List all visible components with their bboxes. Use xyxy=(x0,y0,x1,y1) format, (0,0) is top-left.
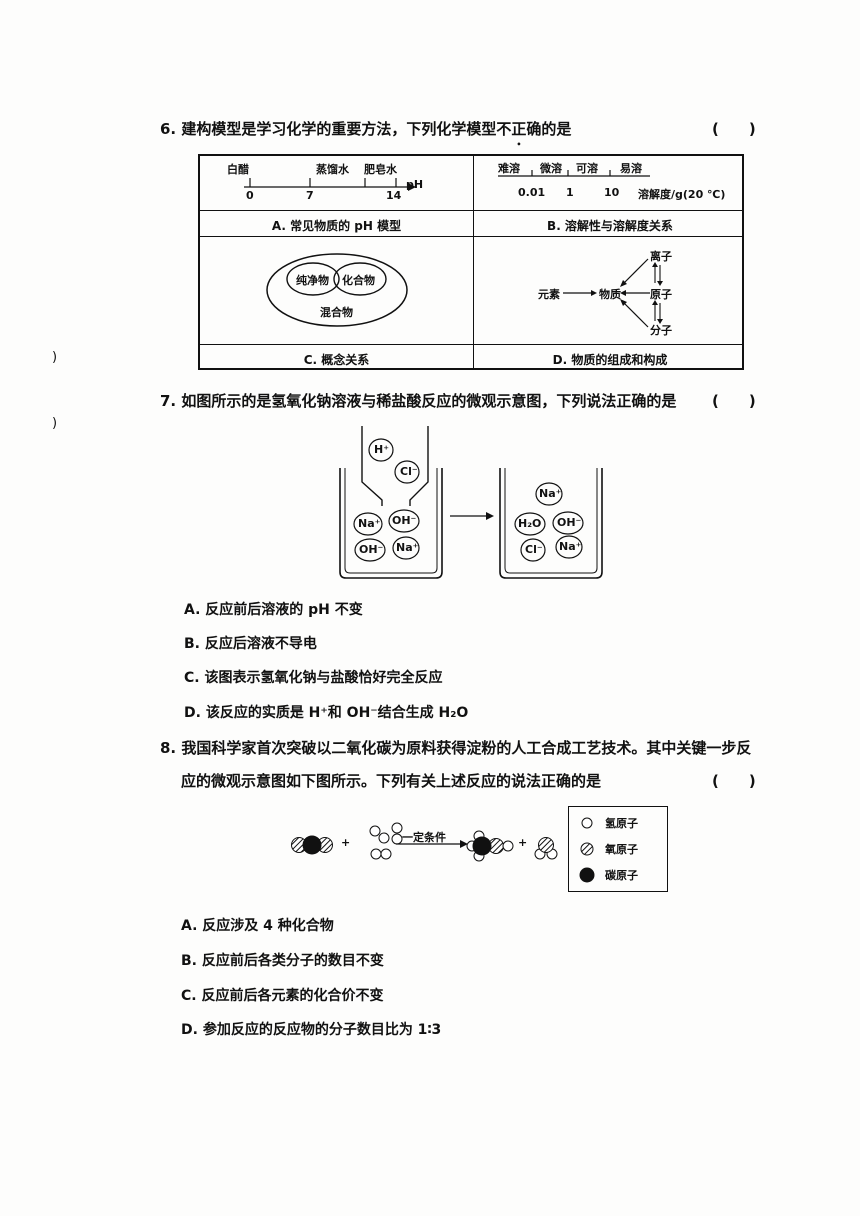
question-7-stem: 7. 如图所示的是氢氧化钠溶液与稀盐酸反应的微观示意图，下列说法正确的是 xyxy=(160,390,676,411)
model-table: 白醋 蒸馏水 肥皂水 pH 0 7 14 A. 常见物质的 pH 模型 难溶 微… xyxy=(198,154,744,370)
option-d: D. 该反应的实质是 H⁺和 OH⁻结合生成 H₂O xyxy=(184,705,469,721)
ph-label: 蒸馏水 xyxy=(316,163,349,176)
tick-label: 10 xyxy=(604,186,620,199)
table-divider xyxy=(200,210,742,211)
legend-label: 氧原子 xyxy=(605,843,638,856)
option-b: B. 反应前后各类分子的数目不变 xyxy=(181,953,384,969)
option-caption: D. 物质的组成和构成 xyxy=(552,353,668,367)
ion-label: Na⁺ xyxy=(559,540,582,553)
node-label: 分子 xyxy=(650,324,672,337)
option-caption: C. 概念关系 xyxy=(303,353,370,367)
ion-label: H₂O xyxy=(518,517,542,530)
concept-label: 化合物 xyxy=(342,274,375,287)
legend-markers xyxy=(579,817,595,883)
ion-label: H⁺ xyxy=(374,443,390,456)
node-label: 物质 xyxy=(599,288,621,301)
node-label: 原子 xyxy=(650,288,672,301)
question-8-stem: 8. 我国科学家首次突破以二氧化碳为原料获得淀粉的人工合成工艺技术。其中关键一步… xyxy=(160,737,751,758)
table-divider xyxy=(473,156,474,368)
node-label: 元素 xyxy=(538,288,560,301)
tick-label: 0 xyxy=(246,189,254,202)
answer-paren: ( ) xyxy=(712,392,756,410)
option-a: A. 反应前后溶液的 pH 不变 xyxy=(184,602,363,618)
stem-text: 应的微观示意图如下图所示。下列有关上述反应的说法正确的是 xyxy=(181,772,602,790)
answer-paren: ( ) xyxy=(712,120,756,138)
reaction-condition: 一定条件 xyxy=(402,831,446,844)
reaction-beaker-diagram xyxy=(339,426,603,579)
axis-label: 溶解度/g(20 ℃) xyxy=(638,188,726,201)
legend-label: 碳原子 xyxy=(605,869,638,882)
matter-composition-diagram xyxy=(563,258,663,328)
ion-label: Na⁺ xyxy=(358,517,381,530)
ion-label: Cl⁻ xyxy=(525,543,543,556)
ion-label: Na⁺ xyxy=(396,541,419,554)
margin-mark: ) xyxy=(52,350,58,365)
solubility-label: 微溶 xyxy=(540,162,562,175)
ion-label: OH⁻ xyxy=(557,516,582,529)
answer-paren: ( ) xyxy=(712,772,756,790)
table-divider xyxy=(200,236,742,237)
option-caption: A. 常见物质的 pH 模型 xyxy=(271,219,402,233)
tick-label: 14 xyxy=(386,189,402,202)
concept-label: 混合物 xyxy=(320,306,353,319)
atom-legend: 氢原子 氧原子 碳原子 xyxy=(568,806,668,892)
stem-text: 我国科学家首次突破以二氧化碳为原料获得淀粉的人工合成工艺技术。其中关键一步反 xyxy=(181,739,752,757)
option-d: D. 参加反应的反应物的分子数目比为 1∶3 xyxy=(181,1022,442,1038)
tick-label: 0.01 xyxy=(518,186,546,199)
solubility-diagram xyxy=(498,170,650,177)
tick-label: 1 xyxy=(566,186,574,199)
axis-label: pH xyxy=(406,178,424,191)
molecule-reaction-diagram xyxy=(291,822,558,862)
solubility-label: 可溶 xyxy=(576,162,598,175)
concept-label: 纯净物 xyxy=(296,274,329,287)
plus-sign: + xyxy=(341,836,351,849)
concept-relation-diagram xyxy=(266,253,408,327)
ion-label: Na⁺ xyxy=(539,487,562,500)
option-a: A. 反应涉及 4 种化合物 xyxy=(181,918,334,934)
ph-label: 白醋 xyxy=(227,163,249,176)
solubility-label: 难溶 xyxy=(498,162,520,175)
question-number: 8. xyxy=(160,739,177,757)
ion-label: OH⁻ xyxy=(392,514,417,527)
table-divider xyxy=(200,344,742,345)
node-label: 离子 xyxy=(650,250,672,263)
option-c: C. 反应前后各元素的化合价不变 xyxy=(181,988,384,1004)
option-caption: B. 溶解性与溶解度关系 xyxy=(547,219,673,233)
question-number: 7. xyxy=(160,392,177,410)
ph-scale-diagram xyxy=(244,178,416,191)
ph-label: 肥皂水 xyxy=(364,163,397,176)
ion-label: OH⁻ xyxy=(359,543,384,556)
option-b: B. 反应后溶液不导电 xyxy=(184,636,317,652)
option-c: C. 该图表示氢氧化钠与盐酸恰好完全反应 xyxy=(184,670,443,686)
legend-label: 氢原子 xyxy=(605,817,638,830)
question-number: 6. xyxy=(160,120,177,138)
emphasized-text: 不正确 xyxy=(496,118,541,139)
question-6-stem: 6. 建构模型是学习化学的重要方法，下列化学模型不正确的是 xyxy=(160,118,571,139)
stem-text: 如图所示的是氢氧化钠溶液与稀盐酸反应的微观示意图，下列说法正确的是 xyxy=(181,392,677,410)
plus-sign: + xyxy=(518,836,528,849)
tick-label: 7 xyxy=(306,189,314,202)
solubility-label: 易溶 xyxy=(620,162,642,175)
stem-text: 建构模型是学习化学的重要方法，下列化学模型 xyxy=(181,120,497,138)
stem-text: 的是 xyxy=(541,120,572,138)
margin-mark: ) xyxy=(52,416,58,431)
ion-label: Cl⁻ xyxy=(400,465,418,478)
